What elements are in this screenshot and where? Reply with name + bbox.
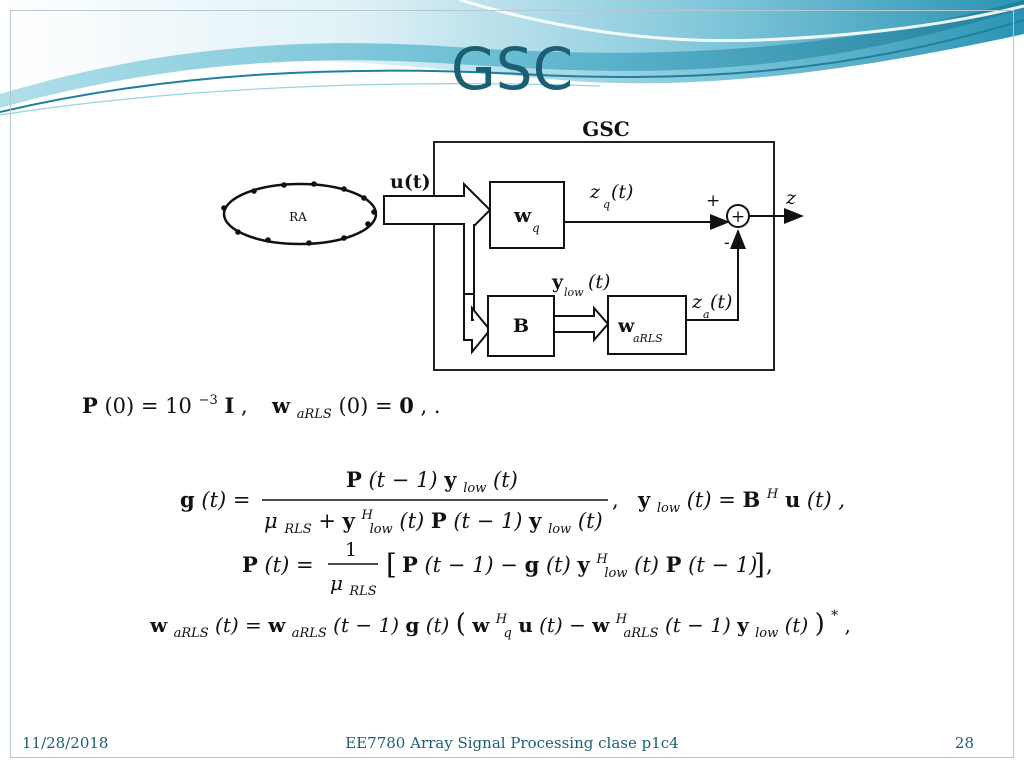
array-elements [221,181,377,246]
svg-text:P (t) =: P (t) = [242,552,314,577]
weight-update-equation: w aRLS (t) = w aRLS (t − 1) g (t) ( w H … [149,601,851,642]
za-signal-line [686,229,746,321]
gsc-block-diagram: GSC RA u(t) w [208,112,816,382]
init-p-tail: , [241,394,248,418]
b-input-arrow [463,305,492,355]
svg-text:w aRLS (0) =: w aRLS (0) = 0 , . [271,393,441,423]
gsc-box-title: GSC [582,117,629,141]
init-covariance-equation: P (0) = 10 −3 I , [70,384,252,428]
warls-block [607,295,687,355]
init-p-arg: (0) = 10 [104,394,191,418]
ylow-bus-arrow [553,305,610,343]
svg-text:g (t) =: g (t) = [180,487,250,512]
za-label: z [691,291,703,313]
gain-equation: g (t) = P (t − 1) y low (t) μ RLS + y [180,467,619,538]
init-w-tail: , . [421,394,441,418]
za-sub: a [703,308,710,321]
g-denominator: μ RLS + y H low (t) P (t − 1) y low (t) [264,500,603,538]
rls-update-equations: g (t) = P (t − 1) y low (t) μ RLS + y [140,452,886,648]
g-lhs-symbol: g [180,487,195,512]
sum-symbol: + [731,207,745,227]
p-bracket-open: [ [386,548,397,581]
svg-text:y low (t): y low (t) = B H u (t) , [637,479,845,517]
warls-block-label: w [617,315,635,337]
array-ellipse [222,182,378,246]
array-label: RA [289,210,307,224]
ylow-label: y [551,271,564,293]
footer-date: 11/28/2018 [22,734,109,752]
footer-course-title: EE7780 Array Signal Processing clase p1c… [345,734,679,752]
p-tail: , [766,553,773,577]
init-p-exp: −3 [199,393,218,408]
init-p-symbol: P [82,393,98,418]
svg-text:P (0) = 10 −3: P (0) = 10 −3 I , [82,385,248,418]
init-w-symbol: w [271,393,291,418]
covariance-update-equation: P (t) = 1 μ RLS [ P (t − 1) − g (t) y H [242,539,773,599]
b-block [487,295,555,357]
wq-block-sub: q [532,221,540,235]
ylow-sub: low [564,286,584,299]
wq-block-label: w [513,203,532,227]
p-frac-num: 1 [345,539,357,561]
svg-text:P (t − 1) −: P (t − 1) − g (t) y H low (t) P (t − 1) [402,544,757,582]
zq-sub: q [603,198,610,211]
warls-block-sub: aRLS [633,332,663,345]
init-w-arg: (0) = [339,394,400,418]
p-bracket-close: ] [754,548,765,581]
init-p-identity: I [224,393,234,418]
g-lhs-arg: (t) = [201,488,250,512]
header-wave-decoration [0,0,1024,116]
svg-text:μ RLS: μ RLS [330,571,377,599]
g-numerator: P (t − 1) y low (t) [346,467,518,497]
footer-page-number: 28 [954,734,974,752]
za-arg: (t) [710,291,732,313]
minus-sign: - [724,233,730,253]
init-weight-equation: w aRLS (0) = 0 , . [258,384,450,428]
svg-text:w aRLS (t: w aRLS (t) = w aRLS (t − 1) g (t) ( w H … [149,601,851,642]
input-label: u(t) [390,171,431,193]
slide-frame [10,10,1014,758]
output-label: z [785,187,797,209]
zq-arg: (t) [611,181,633,203]
init-w-sub: aRLS [297,407,332,422]
ylow-equation: y low (t) = B H u (t) , [637,479,845,517]
init-w-zero: 0 [399,393,414,418]
g-tail: , [612,488,619,512]
ylow-arg: (t) [588,271,610,293]
branch-bus [463,224,475,295]
gsc-diagram-svg: GSC RA u(t) w [221,117,804,371]
wq-block [489,181,565,249]
slide-title: GSC [450,35,574,103]
zq-label: z [589,181,601,203]
plus-sign: + [706,191,720,211]
input-bus-arrow [383,181,492,239]
gsc-outer-box [433,141,775,371]
b-block-label: B [513,315,529,337]
